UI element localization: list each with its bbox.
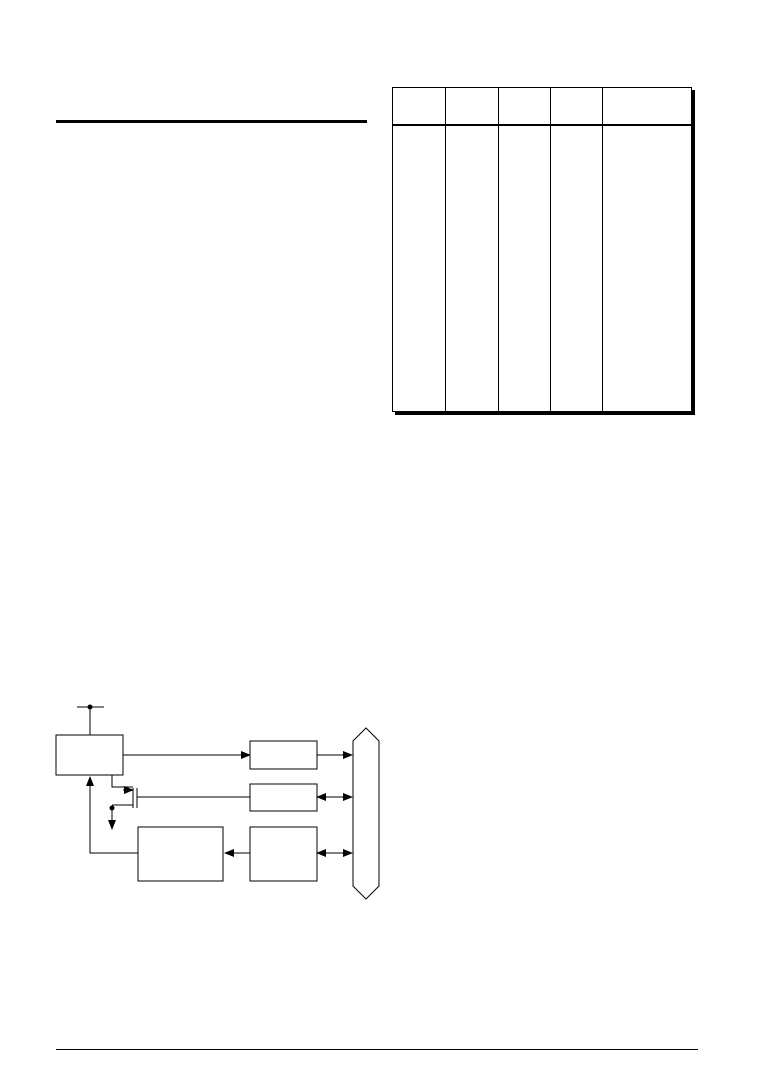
section-heading bbox=[56, 96, 367, 116]
section-heading-rule bbox=[56, 120, 367, 123]
feedback-block bbox=[137, 826, 224, 882]
table-header-cell bbox=[393, 88, 445, 124]
lower-block bbox=[249, 826, 318, 882]
block-diagram bbox=[55, 704, 380, 900]
table-header-cell bbox=[446, 88, 498, 124]
table-header-rule bbox=[393, 124, 691, 126]
table-column-divider bbox=[550, 88, 551, 411]
table-header-cell bbox=[499, 88, 550, 124]
table-column-divider bbox=[602, 88, 603, 411]
table-column-divider bbox=[498, 88, 499, 411]
controller-block bbox=[55, 734, 124, 776]
switch-element bbox=[108, 775, 250, 830]
footer-rule bbox=[56, 1049, 698, 1050]
footer-text bbox=[56, 1054, 698, 1070]
upper-block bbox=[249, 740, 318, 770]
table-header-cell bbox=[603, 88, 691, 124]
system-bus bbox=[352, 727, 380, 900]
supply-node bbox=[77, 704, 104, 735]
spec-table bbox=[392, 87, 692, 412]
table-header-cell bbox=[551, 88, 602, 124]
feedback-loop-arrow bbox=[86, 776, 138, 854]
middle-block bbox=[249, 783, 318, 812]
table-column-divider bbox=[445, 88, 446, 411]
